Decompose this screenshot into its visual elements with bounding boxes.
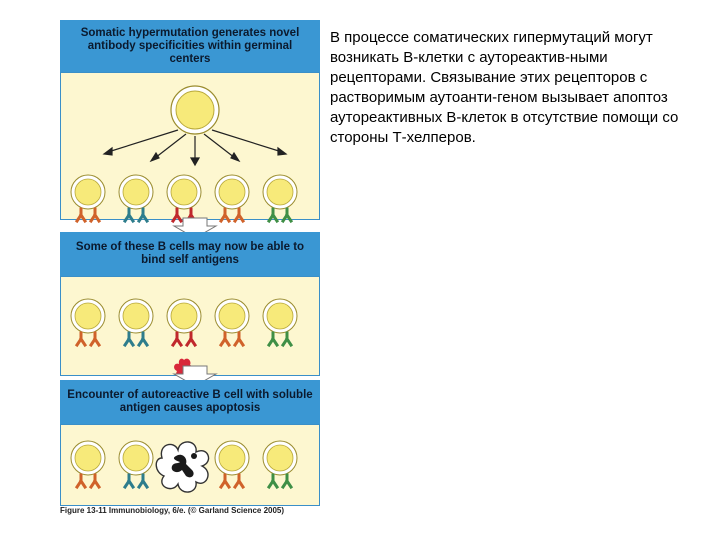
b-cell-variant	[262, 174, 298, 224]
panel1-cells	[70, 85, 298, 224]
panel3-header-text: Encounter of autoreactive B cell with so…	[67, 389, 313, 414]
apoptotic-cell	[155, 441, 210, 493]
panel2-header-text: Some of these B cells may now be able to…	[75, 241, 305, 266]
parent-b-cell	[170, 85, 220, 135]
b-cell	[262, 298, 298, 348]
panel3-cells	[70, 440, 298, 493]
panel2-cells	[70, 298, 298, 378]
panel3-header: Encounter of autoreactive B cell with so…	[60, 380, 320, 424]
b-cell	[166, 298, 202, 348]
b-cell-variant	[118, 174, 154, 224]
surviving-b-cell	[214, 440, 250, 490]
slide-description: В процессе соматических гипермутаций мог…	[330, 29, 679, 146]
panel1-header-text: Somatic hypermutation generates novel an…	[80, 26, 300, 65]
b-cell-variant	[166, 174, 202, 224]
b-cell	[118, 298, 154, 348]
b-cell-variant	[214, 174, 250, 224]
divergence-arrows	[102, 129, 288, 167]
surviving-b-cell	[70, 440, 106, 490]
panel2-header: Some of these B cells may now be able to…	[60, 232, 320, 276]
b-cell-variant	[70, 174, 106, 224]
figure-caption: Figure 13-11 Immunobiology, 6/e. (© Garl…	[60, 506, 285, 515]
surviving-b-cell	[118, 440, 154, 490]
surviving-b-cell	[262, 440, 298, 490]
panel1-header: Somatic hypermutation generates novel an…	[60, 20, 320, 72]
immunology-figure: Somatic hypermutation generates novel an…	[60, 20, 320, 506]
b-cell	[214, 298, 250, 348]
b-cell	[70, 298, 106, 348]
